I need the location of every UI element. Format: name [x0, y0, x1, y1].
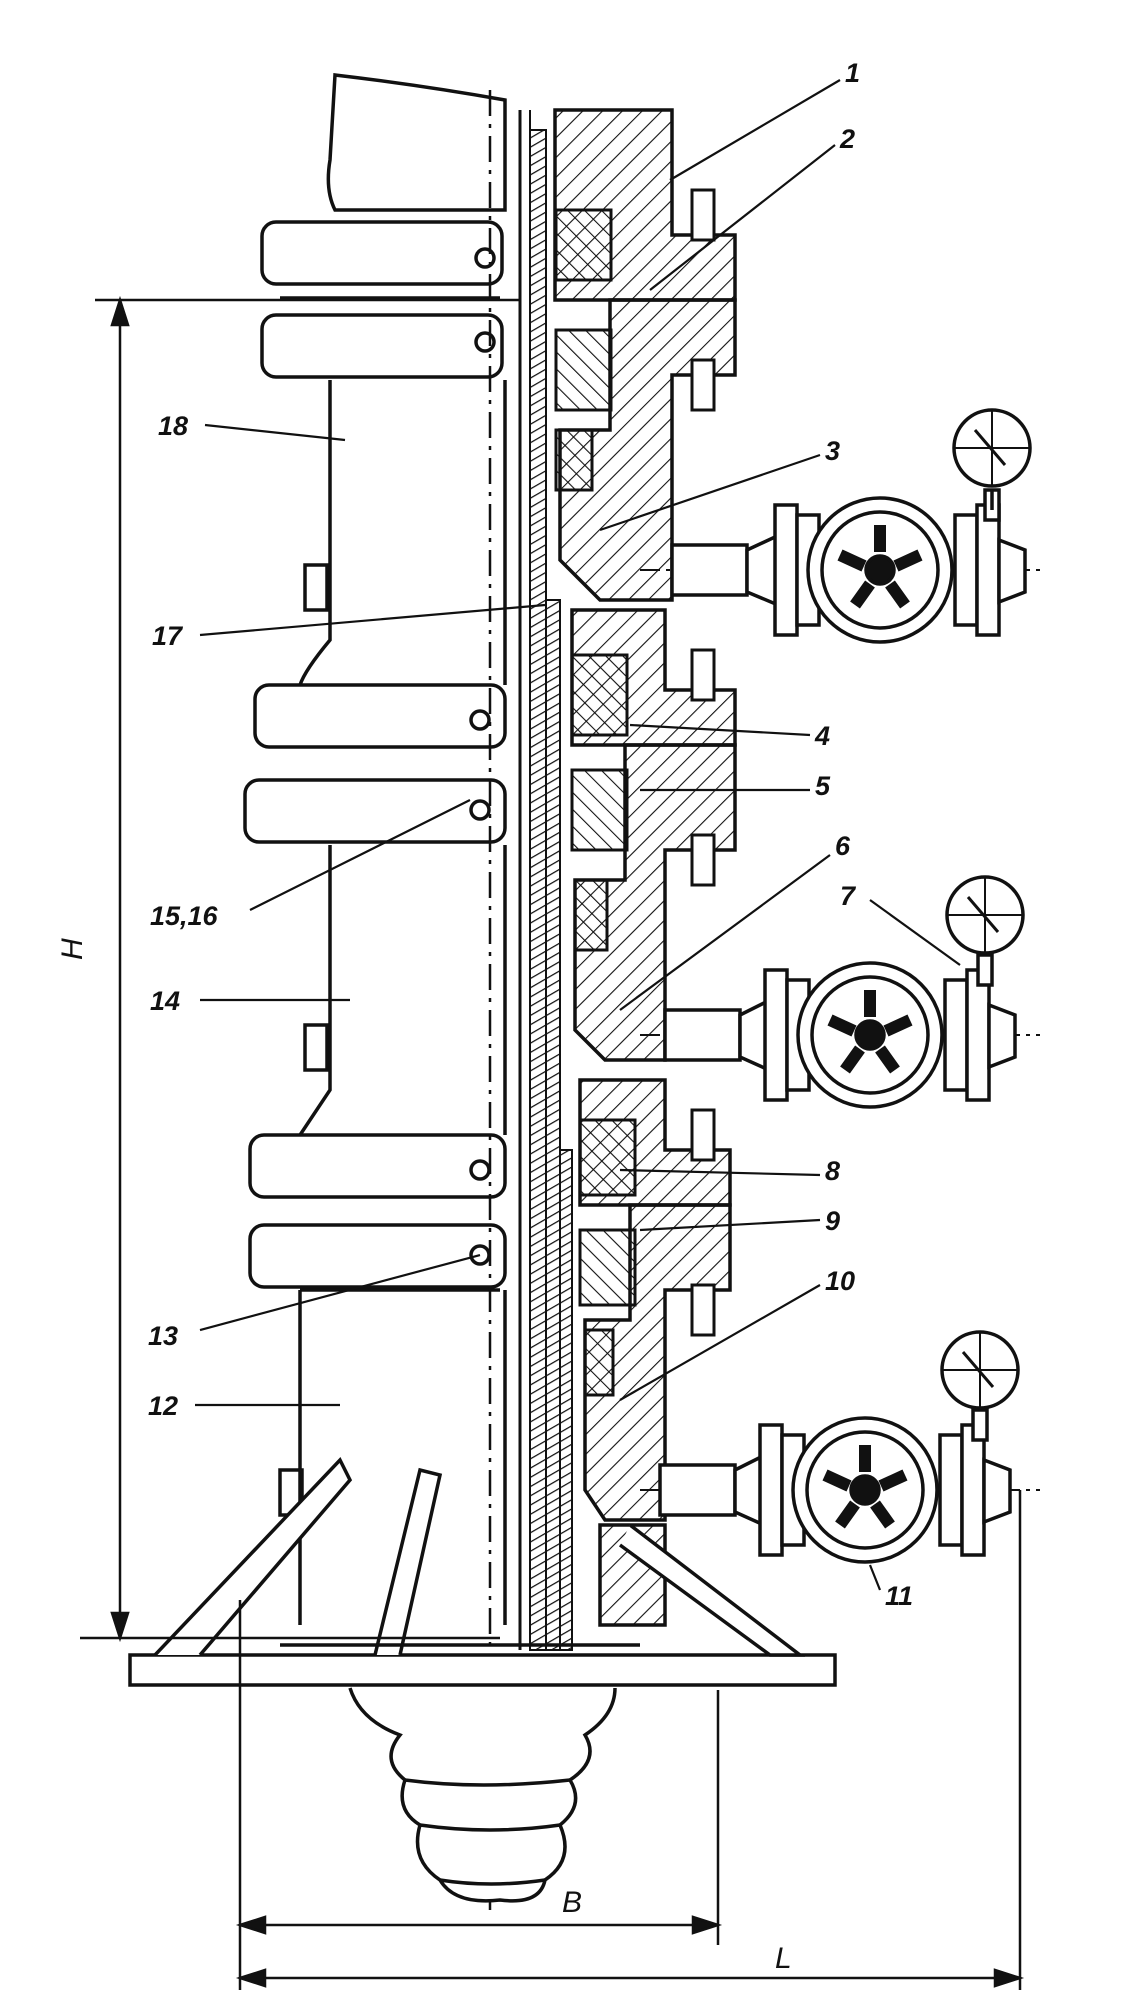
dimension-lines [80, 295, 1025, 1990]
valve-assembly-lower [640, 1330, 1040, 1564]
callout-17: 17 [152, 621, 184, 651]
callout-11: 11 [885, 1581, 913, 1611]
callout-15-16: 15,16 [150, 901, 219, 931]
callout-12: 12 [148, 1391, 178, 1421]
callout-9: 9 [825, 1206, 840, 1236]
callout-8: 8 [825, 1156, 840, 1186]
dimension-label-l: L [775, 1942, 792, 1975]
callout-labels: 1 2 3 4 5 6 7 8 9 10 11 12 13 14 15,16 1… [148, 58, 913, 1611]
dimension-label-h: H [56, 938, 89, 960]
callout-10: 10 [825, 1266, 855, 1296]
callout-5: 5 [815, 771, 831, 801]
callout-13: 13 [148, 1321, 178, 1351]
dimension-label-b: B [562, 1886, 582, 1919]
callout-4: 4 [814, 721, 830, 751]
callout-14: 14 [150, 986, 180, 1016]
valve-assembly-middle [640, 875, 1040, 1109]
dimension-labels: H B L [56, 938, 792, 1975]
callout-2: 2 [839, 124, 855, 154]
valve-assembly-upper [640, 408, 1040, 644]
callout-1: 1 [845, 58, 860, 88]
center-axis [488, 90, 531, 1915]
callout-3: 3 [825, 436, 840, 466]
base-frame [128, 1456, 837, 1687]
leader-lines [195, 79, 961, 1591]
callout-18: 18 [158, 411, 188, 441]
stack-exterior [243, 73, 507, 1625]
cross-section [529, 108, 737, 1651]
callout-6: 6 [835, 831, 851, 861]
conductor-pipe [348, 1687, 617, 1903]
callout-7: 7 [840, 881, 857, 911]
